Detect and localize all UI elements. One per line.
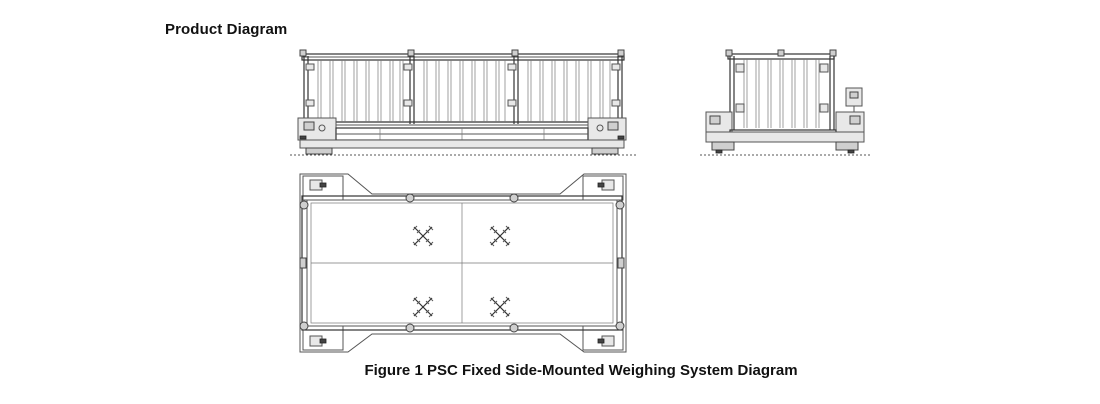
front-view-elevation <box>290 49 636 156</box>
front-fence-bars-1 <box>317 60 404 122</box>
front-post-cap <box>299 49 307 57</box>
side-view-elevation <box>700 49 870 156</box>
front-fence-bars-2 <box>423 60 506 122</box>
top-post-nodes <box>299 193 625 333</box>
front-post-cap <box>511 49 519 57</box>
front-fence-bars-3 <box>527 60 611 122</box>
section-title: Product Diagram <box>165 21 288 38</box>
product-diagram-drawing <box>290 49 870 353</box>
loadcell-symbol-4 <box>489 296 511 318</box>
front-post-cap <box>617 49 625 57</box>
figure-caption: Figure 1 PSC Fixed Side-Mounted Weighing… <box>364 362 798 379</box>
loadcell-symbol-1 <box>412 225 434 247</box>
top-view-plan <box>299 173 627 353</box>
loadcell-symbol-2 <box>489 225 511 247</box>
front-right-loadcell <box>587 117 627 141</box>
front-post-cap <box>407 49 415 57</box>
loadcell-symbol-3 <box>412 296 434 318</box>
front-left-loadcell <box>297 117 337 141</box>
